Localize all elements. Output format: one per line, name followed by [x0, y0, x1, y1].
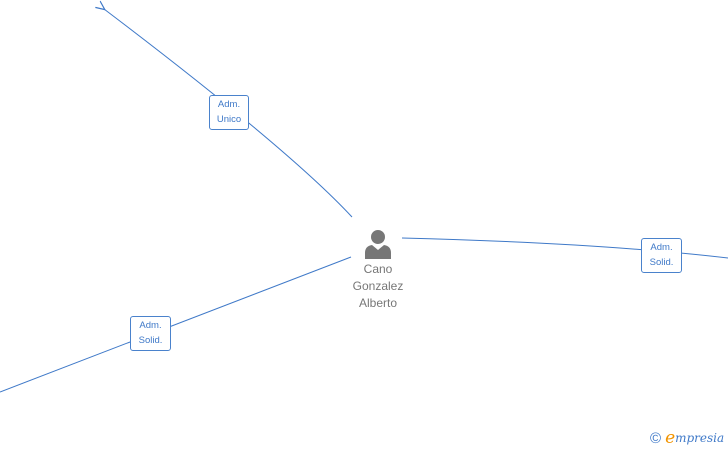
- relation-type: Solid.: [138, 335, 163, 346]
- relation-type: Solid.: [649, 257, 674, 268]
- person-name-line: Alberto: [358, 296, 398, 310]
- person-name-line: Cano: [363, 262, 393, 276]
- edge-solid-right: [401, 237, 728, 259]
- person-name-line: Gonzalez: [352, 279, 404, 293]
- relation-label-unico[interactable]: Adm. Unico: [209, 95, 249, 130]
- person-icon: [365, 230, 391, 259]
- brand-logo: © e mpresia: [650, 428, 724, 448]
- edge-solid-left: [0, 256, 352, 393]
- relation-label-solid-left[interactable]: Adm. Solid.: [130, 316, 171, 351]
- copyright-symbol: ©: [650, 429, 662, 447]
- brand-initial: e: [665, 428, 676, 448]
- brand-name: mpresia: [675, 431, 725, 445]
- edge-unico: [104, 9, 353, 218]
- relation-type: Unico: [216, 114, 242, 125]
- relation-role: Adm.: [650, 242, 673, 253]
- relation-role: Adm.: [139, 320, 162, 331]
- person-node[interactable]: Cano Gonzalez Alberto: [336, 228, 420, 311]
- relation-label-solid-right[interactable]: Adm. Solid.: [641, 238, 682, 273]
- relation-role: Adm.: [217, 99, 241, 110]
